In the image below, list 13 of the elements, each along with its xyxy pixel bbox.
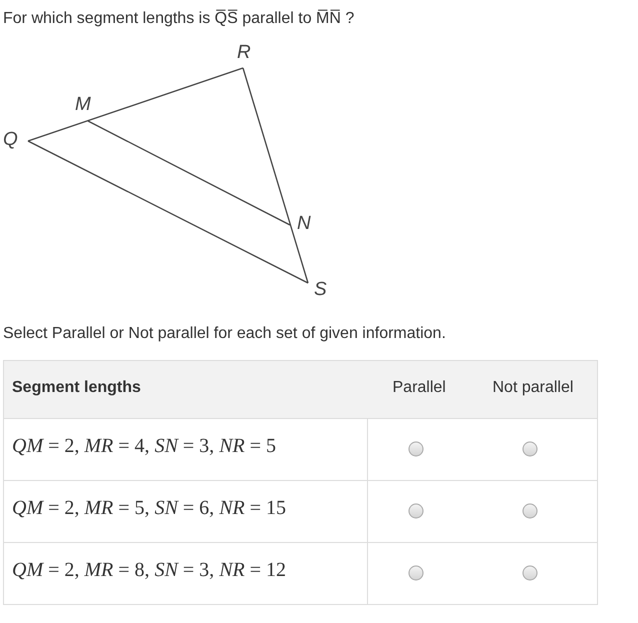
column-header: Segment lengths [12, 379, 141, 397]
vertex-label: R [237, 42, 251, 64]
vertex-label: S [314, 279, 327, 301]
column-header: Parallel [392, 379, 446, 397]
question-text: For which segment lengths is Q̅S̅ parallel to M̅N̅ ? [3, 10, 354, 28]
column-header: Not parallel [492, 379, 574, 397]
segment-lengths-text: QM = 2, MR = 5, SN = 6, NR = 15 [12, 497, 286, 520]
vertex-label: M [75, 94, 91, 116]
instruction-text: Select Parallel or Not parallel for each set of given information. [3, 325, 446, 343]
segment-lengths-text: QM = 2, MR = 8, SN = 3, NR = 12 [12, 559, 286, 582]
vertex-label: Q [3, 129, 18, 151]
segment-lengths-text: QM = 2, MR = 4, SN = 3, NR = 5 [12, 435, 276, 458]
vertex-label: N [297, 213, 311, 235]
